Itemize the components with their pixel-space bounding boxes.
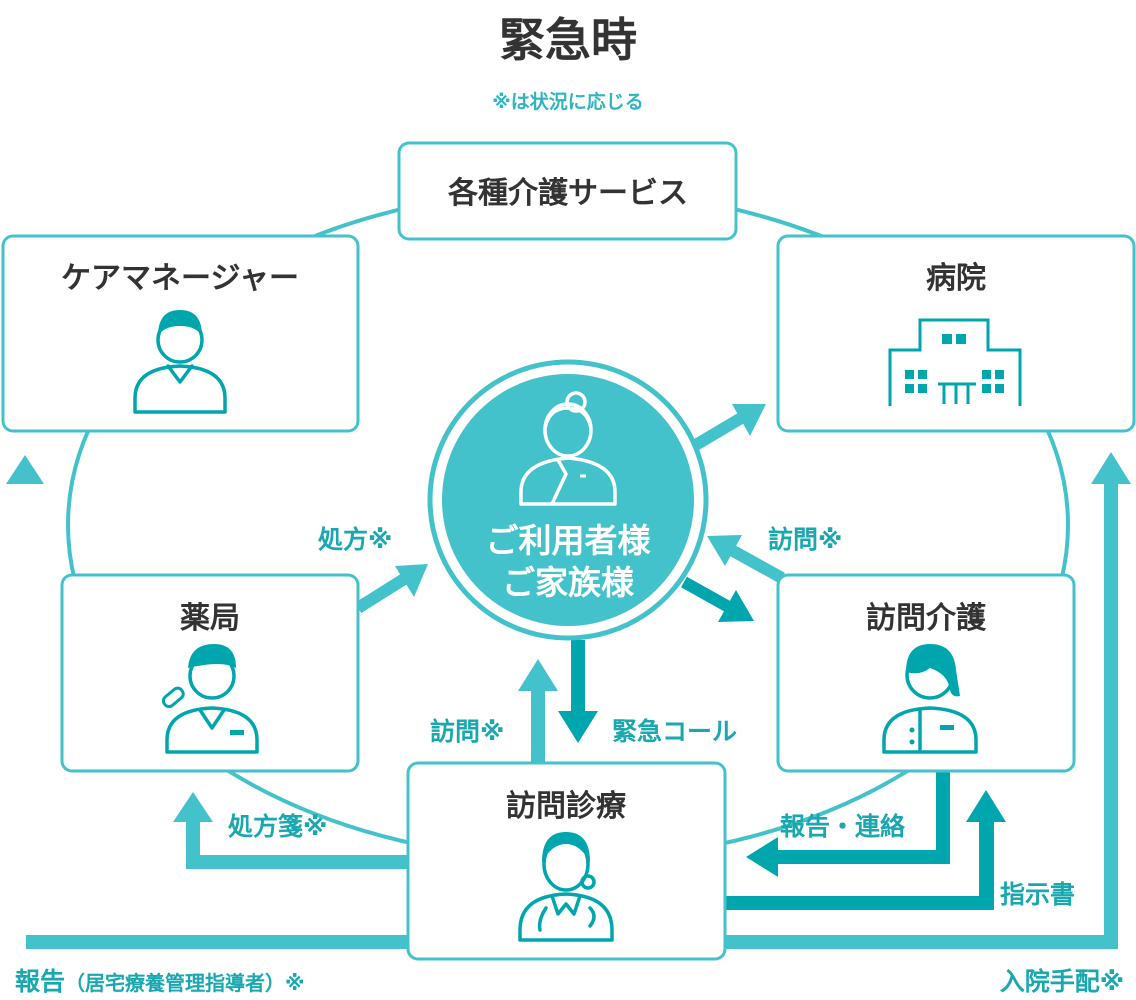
pharmacist-icon [161, 644, 259, 754]
label-prescription-slip: 処方箋※ [228, 812, 327, 841]
node-care-manager: ケアマネージャー [1, 234, 360, 433]
arrow-report-bottom [26, 452, 1131, 949]
node-hospital-label: 病院 [926, 261, 986, 296]
elderly-woman-icon [519, 391, 617, 506]
label-report: 報告（居宅療養管理指導者）※ [15, 967, 304, 996]
label-emergency-call: 緊急コール [612, 717, 737, 746]
node-services-label: 各種介護サービス [447, 176, 688, 211]
node-services: 各種介護サービス [397, 141, 738, 241]
node-pharmacy-label: 薬局 [180, 601, 240, 636]
node-hospital: 病院 [776, 234, 1136, 433]
label-report-contact: 報告・連絡 [780, 812, 906, 841]
doctor-icon [518, 832, 614, 942]
client-label-line2: ご家族様 [502, 563, 635, 602]
arrow-to-home-care [681, 576, 754, 622]
label-visit-right: 訪問※ [768, 525, 842, 554]
client-label-line1: ご利用者様 [486, 521, 652, 560]
node-home-care-label: 訪問介護 [866, 601, 987, 636]
node-home-care: 訪問介護 [776, 573, 1076, 773]
man-icon [133, 310, 227, 414]
label-prescription: 処方※ [318, 525, 392, 554]
label-report-detail: （居宅療養管理指導者）※ [65, 971, 304, 995]
node-pharmacy: 薬局 [60, 573, 360, 773]
arrow-emergency-call [558, 640, 598, 743]
arrow-visit-from-home-care [707, 535, 785, 584]
arrow-to-care-manager [6, 455, 44, 484]
diagram-title: 緊急時 [499, 13, 637, 67]
label-admission: 入院手配※ [1000, 967, 1124, 996]
label-instructions: 指示書 [1000, 880, 1075, 909]
label-report-main: 報告 [15, 967, 65, 996]
node-home-medical-label: 訪問診療 [506, 789, 626, 824]
arrow-report-contact [746, 770, 950, 877]
node-home-medical: 訪問診療 [406, 761, 727, 961]
arrow-instructions [724, 790, 1006, 910]
diagram-subtitle: ※は状況に応じる [492, 90, 643, 113]
node-care-manager-label: ケアマネージャー [61, 261, 299, 296]
arrow-visit-up [518, 659, 558, 766]
node-client: ご利用者様 ご家族様 [427, 359, 709, 641]
arrow-to-hospital [690, 404, 766, 452]
arrow-prescription [354, 564, 428, 614]
caregiver-icon [882, 644, 978, 754]
hospital-icon [888, 318, 1022, 406]
arrow-prescription-slip [173, 792, 410, 869]
label-visit-bottom: 訪問※ [430, 717, 504, 746]
